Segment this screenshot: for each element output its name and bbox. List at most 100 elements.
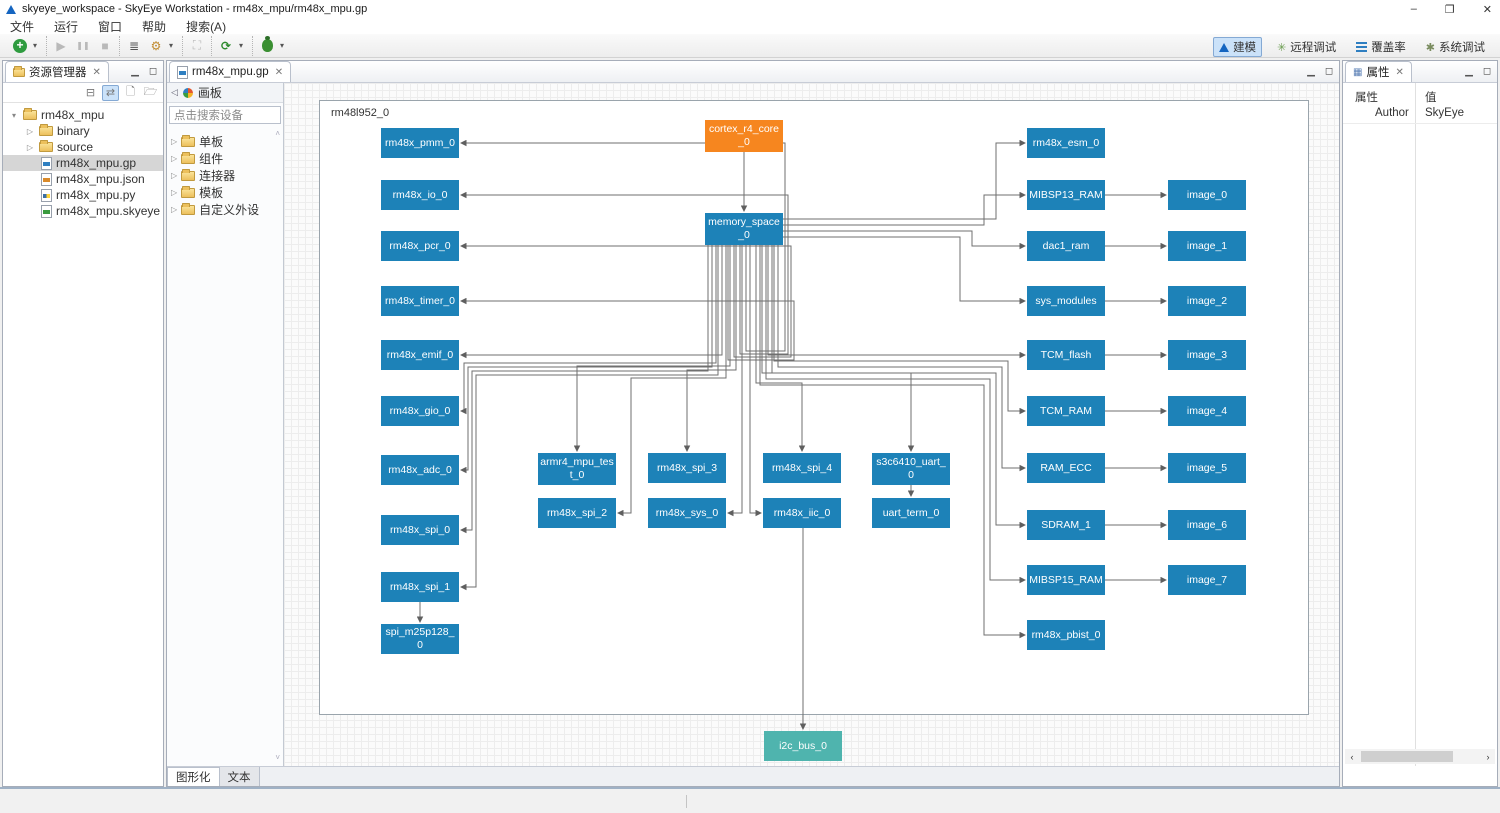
tree-item-gp-file[interactable]: rm48x_mpu.gp	[3, 155, 163, 171]
properties-maximize-button[interactable]: ◻	[1482, 65, 1492, 77]
explorer-minimize-button[interactable]: ▁	[131, 65, 139, 77]
node-rm48x_gio_0[interactable]: rm48x_gio_0	[381, 396, 459, 426]
node-cortex_r4_core_0[interactable]: cortex_r4_core_0	[705, 120, 783, 152]
node-RAM_ECC[interactable]: RAM_ECC	[1027, 453, 1105, 483]
run-button[interactable]: ▶	[56, 38, 66, 53]
tree-item-binary[interactable]: ▷ binary	[3, 123, 163, 139]
board-container[interactable]: rm48l952_0	[319, 100, 1309, 715]
properties-hscrollbar[interactable]: ‹ ›	[1345, 749, 1495, 764]
tab-text[interactable]: 文本	[219, 767, 260, 786]
node-uart_term_0[interactable]: uart_term_0	[872, 498, 950, 528]
node-image_1[interactable]: image_1	[1168, 231, 1246, 261]
debug-dropdown[interactable]: ▾	[280, 41, 285, 50]
node-rm48x_spi_0[interactable]: rm48x_spi_0	[381, 515, 459, 545]
collapse-all-button[interactable]: ⊟	[85, 87, 96, 99]
node-image_0[interactable]: image_0	[1168, 180, 1246, 210]
properties-tab[interactable]: ▦ 属性 ✕	[1345, 61, 1412, 82]
caret-collapsed-icon[interactable]: ▷	[171, 137, 178, 146]
editor-minimize-button[interactable]: ▁	[1307, 65, 1315, 77]
node-MIBSP13_RAM[interactable]: MIBSP13_RAM	[1027, 180, 1105, 210]
tree-item-json-file[interactable]: rm48x_mpu.json	[3, 171, 163, 187]
scroll-left-icon[interactable]: ‹	[1350, 751, 1354, 762]
node-s3c6410_uart_0[interactable]: s3c6410_uart_0	[872, 453, 950, 485]
menu-help[interactable]: 帮助	[142, 19, 167, 34]
new-file-button[interactable]: 🗋	[126, 86, 135, 98]
node-rm48x_io_0[interactable]: rm48x_io_0	[381, 180, 459, 210]
node-image_2[interactable]: image_2	[1168, 286, 1246, 316]
scroll-right-icon[interactable]: ›	[1486, 751, 1490, 762]
settings-gear-button[interactable]: ⚙	[150, 38, 162, 53]
node-MIBSP15_RAM[interactable]: MIBSP15_RAM	[1027, 565, 1105, 595]
node-rm48x_spi_4[interactable]: rm48x_spi_4	[763, 453, 841, 483]
node-image_5[interactable]: image_5	[1168, 453, 1246, 483]
close-button[interactable]: ✕	[1482, 3, 1492, 16]
caret-collapsed-icon[interactable]: ▷	[171, 171, 178, 180]
node-rm48x_pmm_0[interactable]: rm48x_pmm_0	[381, 128, 459, 158]
node-memory_space_0[interactable]: memory_space_0	[705, 213, 783, 245]
maximize-button[interactable]: ❐	[1444, 3, 1455, 16]
node-rm48x_adc_0[interactable]: rm48x_adc_0	[381, 455, 459, 485]
menu-run[interactable]: 运行	[54, 19, 79, 34]
stop-button[interactable]: ■	[101, 38, 109, 53]
minimize-button[interactable]: –	[1410, 3, 1417, 15]
node-rm48x_pcr_0[interactable]: rm48x_pcr_0	[381, 231, 459, 261]
menu-window[interactable]: 窗口	[98, 19, 123, 34]
node-TCM_flash[interactable]: TCM_flash	[1027, 340, 1105, 370]
new-wizard-dropdown[interactable]: ▾	[33, 41, 38, 50]
palette-category-template[interactable]: ▷ 模板	[167, 184, 283, 201]
perspective-coverage[interactable]: 覆盖率	[1351, 38, 1411, 56]
sync-dropdown[interactable]: ▾	[239, 41, 244, 50]
palette-category-component[interactable]: ▷ 组件	[167, 150, 283, 167]
editor-tab-close-icon[interactable]: ✕	[274, 66, 284, 78]
node-rm48x_timer_0[interactable]: rm48x_timer_0	[381, 286, 459, 316]
caret-expanded-icon[interactable]: ▾	[11, 110, 16, 120]
node-image_3[interactable]: image_3	[1168, 340, 1246, 370]
caret-collapsed-icon[interactable]: ▷	[26, 142, 34, 152]
menu-search[interactable]: 搜索(A)	[186, 19, 227, 34]
column-divider[interactable]	[1415, 83, 1416, 766]
tree-item-source[interactable]: ▷ source	[3, 139, 163, 155]
node-sys_modules[interactable]: sys_modules	[1027, 286, 1105, 316]
node-image_6[interactable]: image_6	[1168, 510, 1246, 540]
scrollbar-thumb[interactable]	[1361, 751, 1453, 762]
settings-dropdown[interactable]: ▾	[169, 41, 174, 50]
node-rm48x_spi_2[interactable]: rm48x_spi_2	[538, 498, 616, 528]
node-rm48x_iic_0[interactable]: rm48x_iic_0	[763, 498, 841, 528]
node-rm48x_spi_3[interactable]: rm48x_spi_3	[648, 453, 726, 483]
outline-button[interactable]: ≣	[128, 38, 140, 53]
palette-scroll-down-icon[interactable]: ˅	[275, 753, 280, 762]
palette-scroll-up-icon[interactable]: ˄	[275, 129, 280, 138]
tree-item-project[interactable]: ▾ rm48x_mpu	[3, 107, 163, 123]
diagram-canvas[interactable]: rm48l952_0 rm48x_pmm_0 rm48x_io_0 rm48x_pc…	[284, 83, 1339, 766]
caret-collapsed-icon[interactable]: ▷	[26, 126, 34, 136]
property-value-cell[interactable]: SkyEye	[1425, 107, 1464, 119]
palette-category-connector[interactable]: ▷ 连接器	[167, 167, 283, 184]
editor-tab[interactable]: rm48x_mpu.gp ✕	[169, 61, 292, 82]
new-wizard-button[interactable]: +	[11, 37, 29, 55]
node-image_7[interactable]: image_7	[1168, 565, 1246, 595]
perspective-modeling[interactable]: 建模	[1213, 37, 1263, 57]
node-spi_m25p128_0[interactable]: spi_m25p128_0	[381, 624, 459, 654]
node-dac1_ram[interactable]: dac1_ram	[1027, 231, 1105, 261]
palette-collapse-arrow[interactable]: ◁	[171, 87, 178, 97]
open-folder-button[interactable]: 🗁	[143, 86, 158, 98]
properties-tab-close-icon[interactable]: ✕	[1395, 66, 1404, 78]
node-SDRAM_1[interactable]: SDRAM_1	[1027, 510, 1105, 540]
node-rm48x_sys_0[interactable]: rm48x_sys_0	[648, 498, 726, 528]
node-rm48x_emif_0[interactable]: rm48x_emif_0	[381, 340, 459, 370]
sync-button[interactable]: ⟳	[220, 38, 232, 53]
node-armr4_mpu_test_0[interactable]: armr4_mpu_test_0	[538, 453, 616, 485]
explorer-tab[interactable]: 资源管理器 ✕	[5, 61, 109, 82]
property-name-cell[interactable]: Author	[1375, 107, 1409, 119]
tree-item-skyeye-file[interactable]: rm48x_mpu.skyeye	[3, 203, 163, 219]
debug-bug-button[interactable]	[258, 36, 276, 55]
validate-button[interactable]: ⛶	[192, 38, 202, 52]
device-search-input[interactable]: 点击搜索设备	[169, 106, 281, 124]
link-with-editor-button[interactable]: ⇄	[102, 84, 119, 101]
node-rm48x_pbist_0[interactable]: rm48x_pbist_0	[1027, 620, 1105, 650]
palette-category-custom-peripheral[interactable]: ▷ 自定义外设	[167, 201, 283, 218]
editor-maximize-button[interactable]: ◻	[1324, 65, 1334, 77]
tree-item-py-file[interactable]: rm48x_mpu.py	[3, 187, 163, 203]
node-rm48x_esm_0[interactable]: rm48x_esm_0	[1027, 128, 1105, 158]
caret-collapsed-icon[interactable]: ▷	[171, 188, 178, 197]
